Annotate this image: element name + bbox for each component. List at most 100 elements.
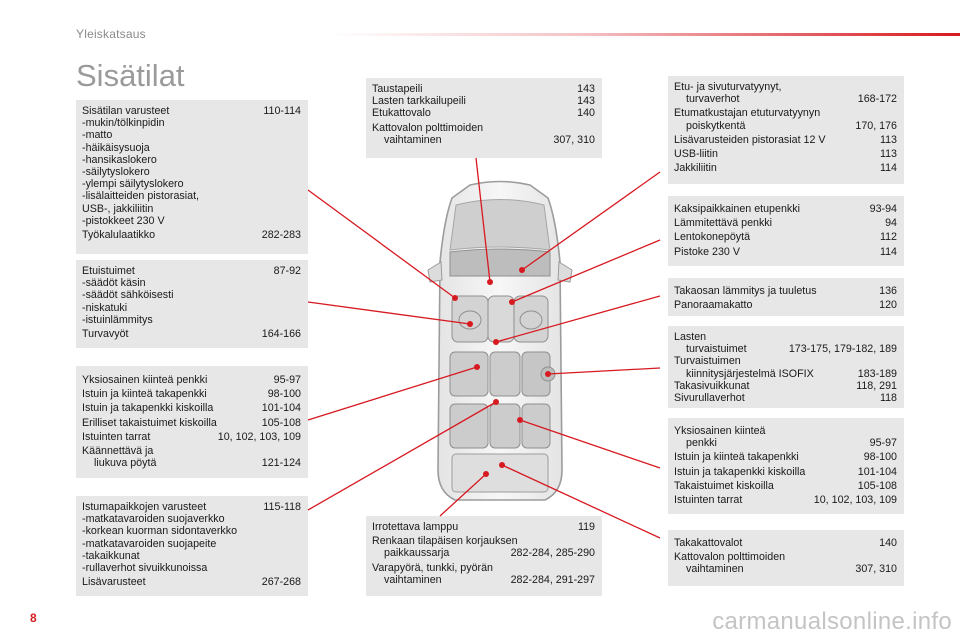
entry-label: Lämmitettävä penkki bbox=[674, 217, 773, 230]
entry-pages: 168-172 bbox=[857, 93, 897, 106]
callout-dot-front-bench bbox=[509, 299, 515, 305]
entry-label: Lentokonepöytä bbox=[674, 231, 751, 244]
list-item: -istuinlämmitys bbox=[82, 313, 153, 326]
callout-line-rear-seats bbox=[307, 366, 478, 421]
entry-pages: 113 bbox=[879, 148, 897, 161]
entry-label: penkki bbox=[686, 437, 717, 450]
list-item: -häikäisysuoja bbox=[82, 141, 150, 154]
entry-pages: 98-100 bbox=[863, 451, 897, 464]
entry-label: Taustapeili bbox=[372, 83, 423, 95]
entry-pages: 143 bbox=[577, 83, 595, 95]
entry-label: turvaverhot bbox=[686, 93, 740, 106]
entry-label: poiskytkentä bbox=[686, 119, 746, 132]
entry-pages: 307, 310 bbox=[553, 133, 595, 146]
luggage-area bbox=[451, 453, 549, 493]
section-header-title: Yleiskatsaus bbox=[76, 27, 146, 41]
rear-seat-center bbox=[489, 403, 521, 449]
entry-pages: 115-118 bbox=[263, 501, 301, 513]
entry-label: Varapyörä, tunkki, pyörän bbox=[372, 561, 493, 574]
entry-pages: 118, 291 bbox=[856, 379, 897, 392]
list-item: -pistokkeet 230 V bbox=[82, 214, 165, 227]
entry-label: Työkalulaatikko bbox=[82, 229, 156, 242]
entry-pages: 87-92 bbox=[273, 265, 301, 277]
entry-pages: 114 bbox=[879, 245, 897, 258]
entry-pages: 93-94 bbox=[869, 203, 897, 215]
entry-label: Etukattovalo bbox=[372, 107, 431, 120]
entry-label: Istuinten tarrat bbox=[674, 494, 743, 507]
entry-label: Turvavyöt bbox=[82, 328, 129, 341]
front-headrest-left bbox=[458, 310, 482, 330]
entry-label: vaihtaminen bbox=[686, 563, 744, 576]
callout-line-front-bench bbox=[511, 239, 661, 303]
callout-line-airbags-sockets bbox=[521, 171, 661, 271]
list-item: -matkatavaroiden suojapeite bbox=[82, 537, 217, 550]
entry-label: Irrotettava lamppu bbox=[372, 521, 459, 533]
entry-label: Istuinten tarrat bbox=[82, 430, 151, 443]
windscreen bbox=[449, 199, 551, 251]
entry-label: paikkaussarja bbox=[384, 547, 450, 560]
entry-label: vaihtaminen bbox=[384, 133, 442, 146]
entry-pages: 282-284, 285-290 bbox=[510, 547, 595, 560]
entry-label: liukuva pöytä bbox=[94, 457, 157, 470]
entry-pages: 118 bbox=[879, 392, 897, 405]
entry-label: Kattovalon polttimoiden bbox=[674, 551, 786, 564]
callout-line-seating-equipment bbox=[307, 401, 497, 511]
entry-pages: 140 bbox=[577, 107, 595, 120]
entry-pages: 10, 102, 103, 109 bbox=[813, 494, 897, 507]
entry-pages: 282-284, 291-297 bbox=[510, 573, 595, 586]
callout-line-rear-heating bbox=[495, 295, 661, 343]
header-accent-bar bbox=[330, 33, 960, 36]
entry-pages: 101-104 bbox=[857, 465, 897, 478]
entry-label: Turvaistuimen bbox=[674, 355, 741, 368]
entry-label: Istuin ja takapenkki kiskoilla bbox=[82, 402, 214, 415]
entry-label: Kattovalon polttimoiden bbox=[372, 121, 484, 134]
callout-dot-rear-heating bbox=[493, 339, 499, 345]
entry-label: Pistoke 230 V bbox=[674, 245, 740, 258]
entry-label: Takaistuimet kiskoilla bbox=[674, 479, 774, 492]
entry-pages: 105-108 bbox=[857, 479, 897, 492]
callout-line-interior-equipment bbox=[307, 189, 456, 299]
list-item: -niskatuki bbox=[82, 301, 128, 314]
list-item: -rullaverhot sivuikkunoissa bbox=[82, 562, 208, 575]
entry-label: Lasten bbox=[674, 331, 707, 343]
entry-pages: 105-108 bbox=[261, 416, 301, 429]
front-seat-left bbox=[451, 295, 489, 343]
entry-pages: 114 bbox=[879, 162, 897, 175]
callout-dot-front-seats bbox=[467, 321, 473, 327]
entry-pages: 120 bbox=[879, 299, 897, 312]
entry-pages: 170, 176 bbox=[855, 119, 897, 132]
entry-pages: 95-97 bbox=[273, 374, 301, 386]
entry-label: turvaistuimet bbox=[686, 343, 747, 356]
front-seat-right bbox=[513, 295, 549, 343]
entry-label: Takakattovalot bbox=[674, 537, 743, 549]
callout-dot-rear-lights bbox=[499, 462, 505, 468]
rear-seat-left bbox=[449, 403, 489, 449]
callout-dot-mirrors-lighting bbox=[487, 279, 493, 285]
list-item: -matto bbox=[82, 129, 113, 142]
entry-label: Sivurullaverhot bbox=[674, 392, 745, 405]
entry-label: Etu- ja sivuturvatyynyt, bbox=[674, 81, 782, 93]
middle-seat-right bbox=[521, 351, 551, 397]
callout-dot-rear-bench bbox=[517, 417, 523, 423]
entry-pages: 10, 102, 103, 109 bbox=[217, 430, 301, 443]
entry-label: Takaosan lämmitys ja tuuletus bbox=[674, 285, 817, 297]
callout-dot-interior-equipment bbox=[452, 295, 458, 301]
list-item: -lisälaitteiden pistorasiat, bbox=[82, 190, 200, 203]
entry-pages: 282-283 bbox=[261, 229, 301, 242]
list-item: -korkean kuorman sidontaverkko bbox=[82, 525, 238, 538]
entry-label: Panoraamakatto bbox=[674, 299, 753, 312]
entry-pages: 143 bbox=[577, 95, 595, 108]
entry-label: USB-liitin bbox=[674, 148, 718, 161]
entry-pages: 101-104 bbox=[261, 402, 301, 415]
entry-pages: 112 bbox=[879, 231, 897, 244]
watermark: carmanualsonline.info bbox=[712, 608, 952, 635]
callout-line-mirrors-lighting bbox=[475, 157, 491, 283]
entry-pages: 164-166 bbox=[261, 328, 301, 341]
rear-seat-right bbox=[521, 403, 551, 449]
